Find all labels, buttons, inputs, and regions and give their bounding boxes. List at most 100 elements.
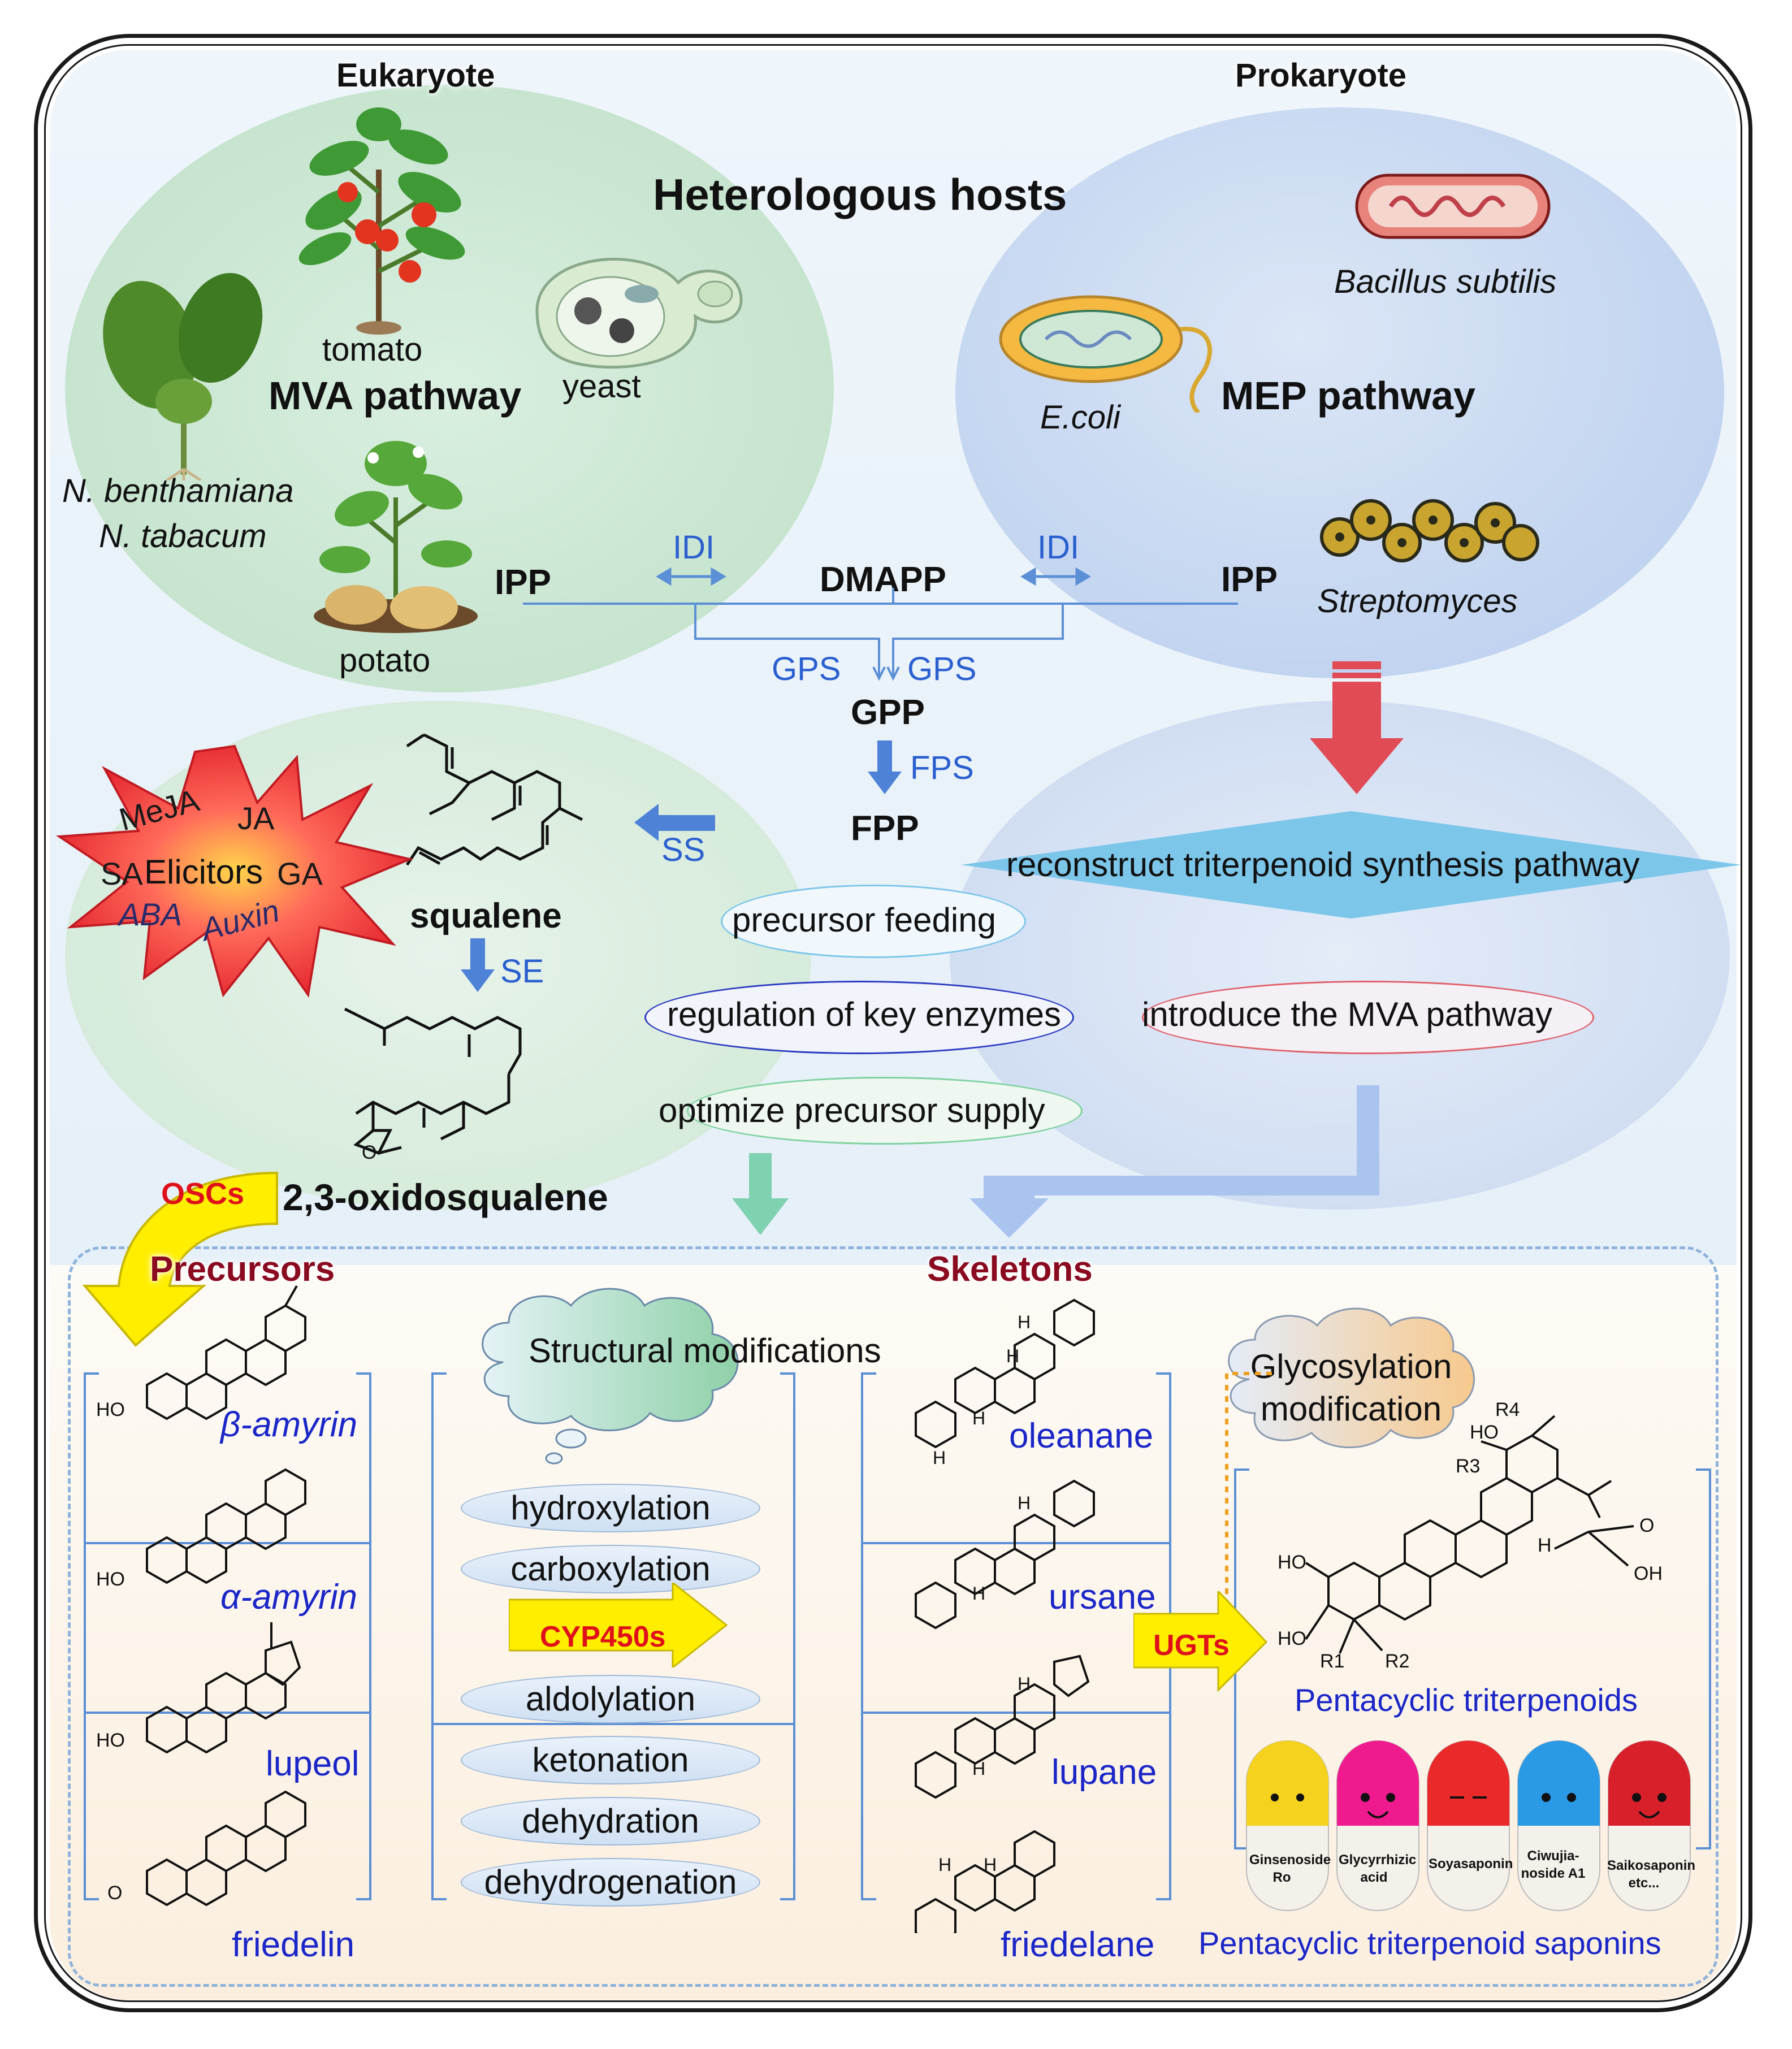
oleanane-label: oleanane	[1009, 1416, 1154, 1455]
structural-cloud-line1: Structural modifications	[529, 1334, 881, 1368]
saponins-label: Pentacyclic triterpenoid saponins	[1198, 1925, 1661, 1961]
green-down-arrow	[732, 1153, 789, 1235]
ecoli-label: E.coli	[1040, 399, 1120, 436]
mod-pill-hydroxylation	[461, 1484, 760, 1532]
fps-arrow	[868, 740, 902, 794]
heterologous-hosts-title: Heterologous hosts	[653, 170, 1067, 219]
reconstruct-diamond	[961, 811, 1741, 919]
ho-bottom-label: HO	[1278, 1628, 1306, 1649]
svg-text:H: H	[933, 1448, 946, 1468]
lupane-label: lupane	[1051, 1753, 1157, 1792]
reconstruct-pathway-label: reconstruct triterpenoid synthesis pathw…	[1006, 846, 1640, 883]
blue-elbow-arrow	[969, 1085, 1379, 1238]
ss-arrow	[634, 804, 715, 841]
ipp-right-label: IPP	[1221, 560, 1278, 599]
elicitors-label: Elicitors	[144, 853, 263, 891]
friedelane-label: friedelane	[1001, 1925, 1155, 1964]
prokaryote-heading: Prokaryote	[1235, 57, 1407, 94]
bacillus-subtilis-label: Bacillus subtilis	[1334, 263, 1557, 300]
oscs-label: OSCs	[161, 1177, 245, 1211]
bacillus-cell-icon	[1355, 174, 1551, 239]
fpp-label: FPP	[851, 809, 919, 848]
mod-pill-dehydration	[461, 1797, 760, 1846]
sa-label: SA	[101, 856, 143, 891]
mod-pill-dehydrogenation	[461, 1858, 760, 1907]
ga-label: GA	[277, 856, 323, 891]
eukaryote-heading: Eukaryote	[336, 57, 495, 94]
potato-label: potato	[339, 642, 431, 679]
ugts-dotted-connector	[1225, 1372, 1272, 1628]
ho-r4-label: HO	[1470, 1422, 1499, 1443]
svg-text:H: H	[972, 1758, 985, 1779]
mod-pill-carboxylation	[461, 1545, 760, 1593]
oxidosqualene-label: 2,3-oxidosqualene	[283, 1176, 608, 1218]
mod-carboxylation-label: carboxylation	[510, 1550, 711, 1588]
mod-pill-ketonation	[461, 1736, 760, 1784]
squalene-label: squalene	[410, 896, 562, 935]
optimize-label: optimize precursor supply	[659, 1091, 1045, 1129]
svg-text:H: H	[1018, 1674, 1031, 1694]
glycosylation-cloud	[1228, 1307, 1475, 1449]
yeast-label: yeast	[562, 368, 641, 405]
tomato-plant-icon	[298, 107, 465, 335]
elicitors-starburst	[56, 744, 414, 998]
svg-text:HO: HO	[96, 1730, 125, 1751]
mod-hydroxylation-label: hydroxylation	[510, 1489, 711, 1527]
svg-text:H: H	[984, 1855, 997, 1875]
precursors-heading: Precursors	[150, 1250, 335, 1289]
inner-frame	[44, 44, 1742, 2002]
fps-label: FPS	[910, 750, 974, 786]
capsule-ginsenoside-label: Ginsenoside Ro	[1249, 1852, 1331, 1886]
r3-label: R3	[1456, 1455, 1480, 1477]
idi-left-label: IDI	[673, 529, 715, 566]
cyp450s-arrow	[509, 1583, 728, 1667]
ho-top-label: HO	[1278, 1552, 1306, 1573]
outer-frame	[34, 34, 1752, 2012]
svg-text:O: O	[107, 1882, 122, 1904]
svg-text:O: O	[362, 1142, 376, 1163]
h-label: H	[1538, 1535, 1552, 1556]
squalene-structure	[405, 733, 583, 866]
tomato-label: tomato	[322, 331, 423, 368]
precursor-feeding-oval	[721, 885, 1026, 958]
gps-right-label: GPS	[907, 651, 977, 687]
r2-label: R2	[1385, 1651, 1409, 1672]
mod-pill-aldolylation	[461, 1675, 760, 1723]
gpp-label: GPP	[851, 693, 925, 732]
mep-pathway-label: MEP pathway	[1221, 374, 1475, 418]
engineering-ellipse	[950, 701, 1730, 1210]
nicotiana-tabacum-label: N. tabacum	[99, 518, 267, 555]
mod-dehydration-label: dehydration	[522, 1802, 699, 1840]
mva-pathway-label: MVA pathway	[269, 374, 522, 418]
lupeol-label: lupeol	[266, 1744, 360, 1783]
gps-left-label: GPS	[772, 651, 841, 687]
svg-text:H: H	[938, 1855, 951, 1875]
pentacyclic-structure: R4 HO R3 HO HO R1 R2 OH O H	[1278, 1399, 1663, 1672]
potato-plant-icon	[314, 441, 478, 633]
streptomyces-label: Streptomyces	[1317, 583, 1518, 620]
dmapp-label: DMAPP	[820, 560, 946, 599]
capsule-glycyrrhizic-label: Glycyrrhizic acid	[1339, 1852, 1417, 1886]
skeletons-heading: Skeletons	[927, 1250, 1093, 1289]
capsule-soyasaponin-label: Soyasaponin	[1429, 1856, 1513, 1872]
ugts-arrow	[1133, 1591, 1268, 1692]
products-dashed-box	[68, 1246, 1719, 1987]
se-arrow	[461, 938, 495, 992]
regulation-oval	[644, 981, 1074, 1054]
svg-text:H: H	[1006, 1346, 1019, 1366]
oscs-curved-arrow	[82, 1171, 278, 1347]
r4-label: R4	[1495, 1399, 1520, 1420]
glycosylation-cloud-text: Glycosylation modification	[1250, 1348, 1452, 1428]
ipp-left-label: IPP	[495, 563, 551, 602]
nicotiana-plant-icon	[103, 273, 263, 480]
oh-label: OH	[1634, 1563, 1663, 1584]
structural-cloud	[482, 1288, 739, 1465]
svg-text:H: H	[1018, 1312, 1031, 1332]
svg-text:HO: HO	[96, 1569, 125, 1590]
red-down-arrow	[1310, 661, 1404, 794]
mod-ketonation-label: ketonation	[532, 1741, 689, 1779]
se-label: SE	[500, 953, 544, 990]
idi-right-label: IDI	[1037, 529, 1080, 566]
ss-label: SS	[661, 831, 705, 868]
